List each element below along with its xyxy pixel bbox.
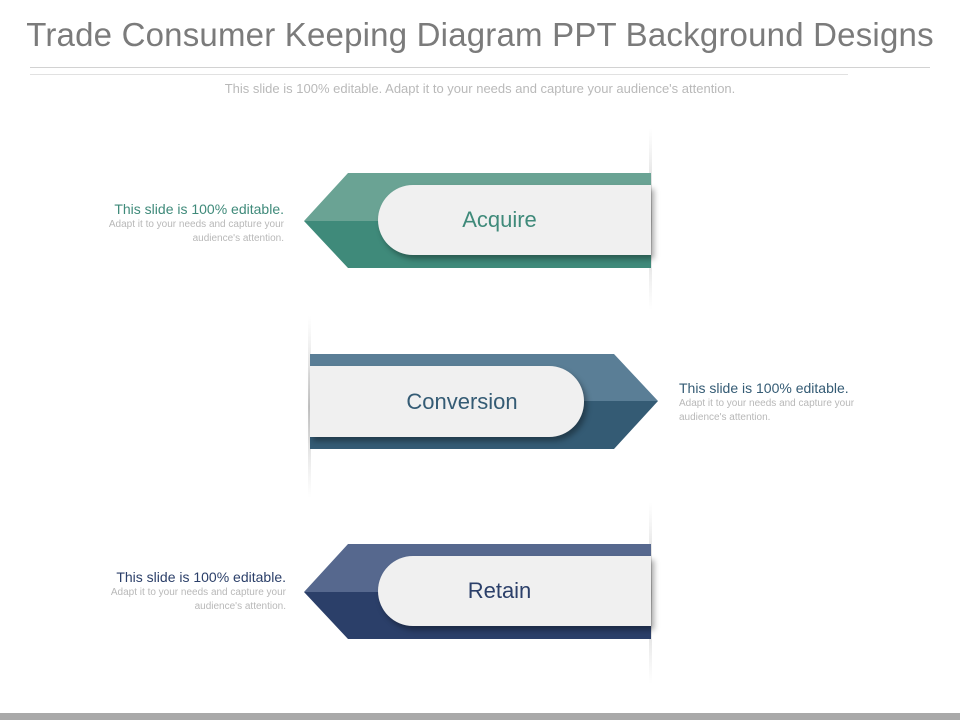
acquire-label: Acquire bbox=[462, 207, 537, 232]
retain-note-heading: This slide is 100% editable. bbox=[116, 569, 286, 585]
conversion-note-body: Adapt it to your needs and capture your … bbox=[679, 398, 855, 423]
title-divider bbox=[30, 67, 930, 68]
title-divider-secondary bbox=[30, 74, 848, 75]
acquire-note-body: Adapt it to your needs and capture your … bbox=[108, 219, 284, 244]
conversion-note: This slide is 100% editable. Adapt it to… bbox=[679, 379, 879, 425]
acquire-note: This slide is 100% editable. Adapt it to… bbox=[84, 200, 284, 246]
conversion-note-heading: This slide is 100% editable. bbox=[679, 380, 849, 396]
retain-label: Retain bbox=[467, 578, 532, 603]
acquire-label-pill: Acquire bbox=[378, 185, 651, 255]
acquire-note-heading: This slide is 100% editable. bbox=[114, 201, 284, 217]
conversion-divider-line bbox=[308, 316, 311, 498]
slide-subtitle: This slide is 100% editable. Adapt it to… bbox=[224, 81, 736, 96]
slide-title: Trade Consumer Keeping Diagram PPT Backg… bbox=[26, 16, 934, 53]
conversion-label: Conversion bbox=[406, 388, 518, 414]
footer-bar bbox=[0, 713, 960, 720]
conversion-label-pill: Conversion bbox=[310, 366, 584, 437]
retain-note: This slide is 100% editable. Adapt it to… bbox=[72, 568, 286, 614]
retain-note-body: Adapt it to your needs and capture your … bbox=[110, 587, 286, 612]
retain-label-pill: Retain bbox=[378, 556, 651, 626]
